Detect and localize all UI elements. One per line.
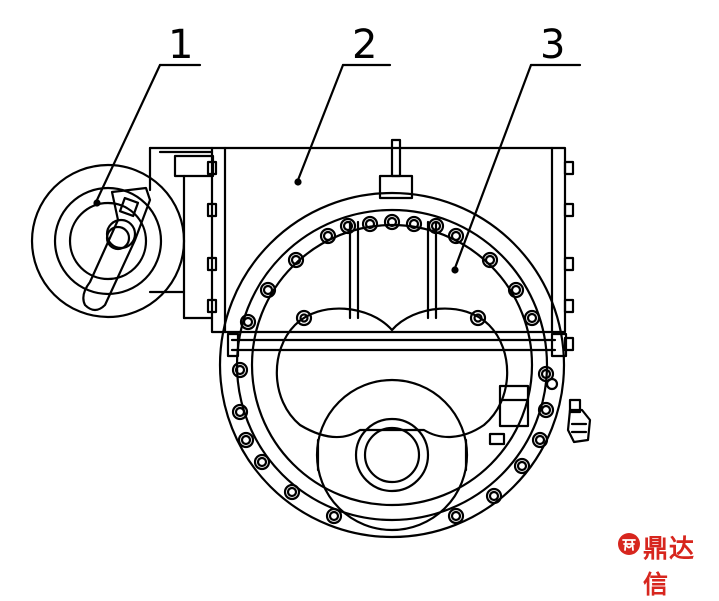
twin-lobe-housing (275, 307, 509, 439)
drawing-canvas: 1 2 3 (30, 22, 592, 539)
watermark-text: 鼎达信 (643, 534, 696, 599)
flange-disc (218, 191, 568, 539)
callout-label-3: 3 (540, 22, 565, 68)
callout-3 (453, 63, 582, 270)
flange-bolts (231, 213, 555, 525)
gearbox-body (206, 138, 575, 352)
callout-2 (296, 63, 392, 182)
callout-label-2: 2 (352, 22, 377, 68)
brand-logo-icon (618, 533, 640, 555)
callout-1 (95, 63, 202, 202)
side-fittings (498, 377, 592, 444)
bottom-nut (488, 432, 506, 446)
callout-label-1: 1 (168, 22, 193, 68)
handwheel (30, 146, 215, 320)
output-pipe (315, 378, 469, 532)
